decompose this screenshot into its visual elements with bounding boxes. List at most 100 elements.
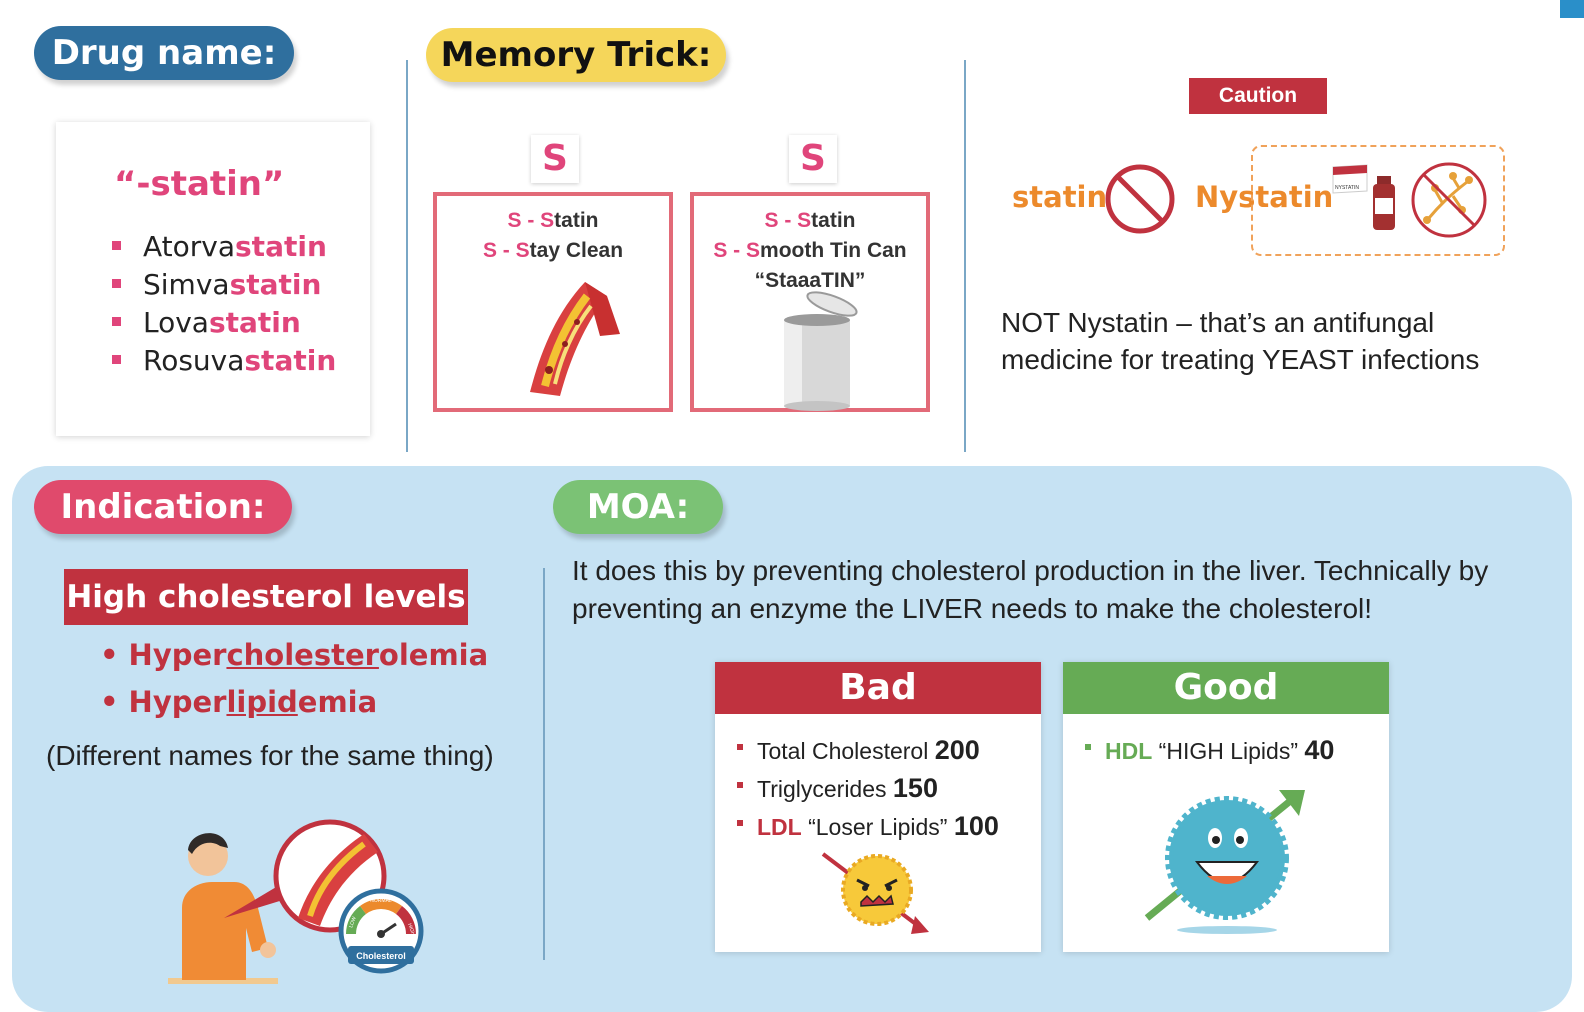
lipid-label: “Loser Lipids” xyxy=(801,814,954,840)
artery-plaque-icon xyxy=(530,282,620,396)
tin-can-icon xyxy=(784,291,858,411)
trick-line: “StaaaTIN” xyxy=(754,269,866,292)
trick-line: S - Smooth Tin Can xyxy=(694,236,926,266)
gauge-normal-label: NORMAL xyxy=(370,898,392,904)
statin-suffix: “-statin” xyxy=(114,164,285,204)
bullet xyxy=(112,316,121,326)
bullet xyxy=(737,819,743,826)
lipid-label: “HIGH Lipids” xyxy=(1152,738,1305,764)
bullet xyxy=(737,781,743,788)
trick-box-stay-clean: S - Statin S - Stay Clean xyxy=(433,192,673,412)
lipid-value: 40 xyxy=(1304,735,1335,765)
indication-list: •Hypercholesterolemia •Hyperlipidemia xyxy=(100,632,488,726)
list-item: Rosuvastatin xyxy=(112,342,336,380)
term-root: cholester xyxy=(226,638,379,672)
list-item: Lovastatin xyxy=(112,304,336,342)
bullet xyxy=(1085,743,1091,750)
list-item: Total Cholesterol 200 xyxy=(737,732,1041,770)
trick-line: S - Statin xyxy=(437,206,669,236)
bullet xyxy=(112,240,121,250)
list-item: LDL “Loser Lipids” 100 xyxy=(737,808,1041,846)
trick-letter: S - S xyxy=(764,209,812,232)
drug-name-card: “-statin” Atorvastatin Simvastatin Lovas… xyxy=(56,122,370,436)
bad-lipids-card: Bad Total Cholesterol 200 Triglycerides … xyxy=(715,662,1041,952)
lipid-value: 100 xyxy=(953,811,999,841)
drug-prefix: Simva xyxy=(143,268,230,301)
term-prefix: Hyper xyxy=(128,685,227,719)
s-badge: S xyxy=(531,135,579,183)
memory-trick-header: Memory Trick: xyxy=(426,28,726,82)
bullet: • xyxy=(100,638,119,672)
trick-word: tatin xyxy=(554,209,599,232)
drug-prefix: Atorva xyxy=(143,230,236,263)
moa-description: It does this by preventing cholesterol p… xyxy=(572,555,1489,624)
trick-word: tatin xyxy=(811,209,856,232)
good-list: HDL “HIGH Lipids” 40 xyxy=(1063,714,1389,770)
lipid-label: Total Cholesterol xyxy=(757,738,935,764)
drug-prefix: Lova xyxy=(143,306,209,339)
medicine-bottle-icon xyxy=(1373,176,1395,230)
bullet xyxy=(112,278,121,288)
bottle-label: NYSTATIN xyxy=(1335,185,1359,191)
bullet xyxy=(737,743,743,750)
list-item: • Hyperlipidemia xyxy=(100,679,488,726)
caution-tag: Caution xyxy=(1189,78,1327,114)
indication-note: (Different names for the same thing) xyxy=(46,740,494,771)
trick-letter: S - S xyxy=(482,239,530,262)
statin-word: statin xyxy=(1012,180,1108,214)
gauge-low-label: LOW xyxy=(348,916,358,929)
trick-line: S - Stay Clean xyxy=(437,236,669,266)
lipid-tag: LDL xyxy=(757,814,802,840)
bullet xyxy=(112,354,121,364)
trick-box-smooth-tin: S - Statin S - Smooth Tin Can “StaaaTIN” xyxy=(690,192,930,412)
trick-letter: S - S xyxy=(507,209,555,232)
list-item: • Hypercholesterolemia xyxy=(100,632,488,679)
list-item: Atorvastatin xyxy=(112,228,336,266)
gauge-label: Cholesterol xyxy=(356,951,406,961)
prohibited-icon xyxy=(1105,164,1175,234)
bad-list: Total Cholesterol 200 Triglycerides 150 … xyxy=(715,714,1041,846)
lipid-value: 150 xyxy=(892,773,938,803)
no-fungus-icon xyxy=(1411,162,1487,238)
list-item: HDL “HIGH Lipids” 40 xyxy=(1085,732,1389,770)
trick-line: S - Statin xyxy=(694,206,926,236)
good-lipids-card: Good HDL “HIGH Lipids” 40 xyxy=(1063,662,1389,952)
divider xyxy=(964,60,966,452)
drug-suffix: statin xyxy=(244,344,337,377)
nystatin-warning: NOT Nystatin – that’s an antifungal medi… xyxy=(1001,307,1480,375)
trick-word: tay Clean xyxy=(529,239,624,262)
divider xyxy=(406,60,408,452)
good-title: Good xyxy=(1063,662,1389,714)
term-root: lipid xyxy=(226,685,298,719)
drug-name-header: Drug name: xyxy=(34,26,294,80)
list-item: Simvastatin xyxy=(112,266,336,304)
cholesterol-gauge-icon: Cholesterol NORMAL LOW HIGH xyxy=(338,888,424,974)
lipid-value: 200 xyxy=(934,735,980,765)
gauge-high-label: HIGH xyxy=(406,923,416,937)
nystatin-box xyxy=(1251,145,1505,256)
term-prefix: Hyper xyxy=(128,638,227,672)
indication-header: Indication: xyxy=(34,480,292,534)
lipid-tag: HDL xyxy=(1105,738,1153,764)
trick-letter: S - S xyxy=(713,239,761,262)
drug-suffix: statin xyxy=(208,306,301,339)
drug-prefix: Rosuva xyxy=(143,344,245,377)
drug-suffix: statin xyxy=(235,230,327,263)
angry-cholesterol-icon xyxy=(821,852,929,934)
nystatin-box-icon: NYSTATIN xyxy=(1332,164,1368,194)
happy-cholesterol-icon xyxy=(1144,790,1305,934)
lipid-label: Triglycerides xyxy=(757,776,893,802)
list-item: Triglycerides 150 xyxy=(737,770,1041,808)
moa-header: MOA: xyxy=(553,480,723,534)
trick-word: mooth Tin Can xyxy=(760,239,907,262)
bad-title: Bad xyxy=(715,662,1041,714)
drug-suffix: statin xyxy=(229,268,322,301)
term-suffix: emia xyxy=(297,685,378,719)
drug-list: Atorvastatin Simvastatin Lovastatin Rosu… xyxy=(112,228,336,380)
bullet: • xyxy=(100,685,119,719)
s-badge: S xyxy=(789,135,837,183)
term-suffix: olemia xyxy=(378,638,489,672)
divider xyxy=(543,568,545,960)
nystatin-word: Nystatin xyxy=(1195,180,1334,214)
indication-title: High cholesterol levels xyxy=(64,569,468,625)
